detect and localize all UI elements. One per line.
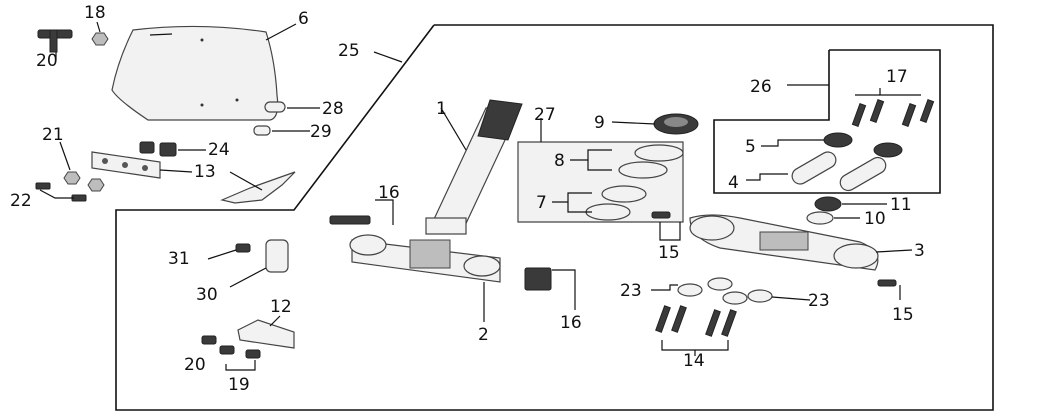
- callout-4: 4: [728, 173, 739, 193]
- callout-15-middle: 15: [658, 243, 680, 263]
- callout-23-left: 23: [620, 281, 642, 301]
- callout-2: 2: [478, 325, 489, 345]
- screw-22b: [71, 194, 87, 202]
- callout-3: 3: [914, 241, 925, 261]
- callout-9: 9: [594, 113, 605, 133]
- bolt-15b: [877, 279, 897, 287]
- callout-17: 17: [886, 67, 908, 87]
- clamp-4a: [791, 151, 837, 185]
- callout-1: 1: [436, 99, 447, 119]
- callout-8: 8: [554, 151, 565, 171]
- top-triple-clamp: [689, 214, 879, 271]
- callout-5: 5: [745, 137, 756, 157]
- nut-11: [814, 196, 842, 212]
- callout-10: 10: [864, 209, 886, 229]
- nut-21a: [63, 171, 81, 185]
- callout-16-lower: 16: [560, 313, 582, 333]
- washer-10: [806, 211, 834, 225]
- steering-stem: [425, 99, 523, 235]
- clamp-4b: [839, 156, 887, 192]
- clip-24a: [139, 141, 155, 154]
- bolts-16-upper: [329, 215, 371, 225]
- bolts-16-lower: [524, 267, 552, 291]
- washer-23a: [677, 283, 703, 297]
- callout-31: 31: [168, 249, 190, 269]
- callout-labels: 1 2 3 4 5 6 7 8 9 10 11 12 13 14 15 15 1…: [10, 3, 925, 395]
- nut-21b: [87, 178, 105, 192]
- callout-6: 6: [298, 9, 309, 29]
- screw-19b: [245, 349, 261, 359]
- bearing-7a: [601, 185, 647, 203]
- callout-21: 21: [42, 125, 64, 145]
- spacer-29: [253, 125, 271, 136]
- callout-16-upper: 16: [378, 183, 400, 203]
- bearing-8a: [634, 144, 684, 162]
- callout-23-right: 23: [808, 291, 830, 311]
- bolts-17: [851, 98, 935, 128]
- group-26-box: [713, 49, 941, 194]
- callout-7: 7: [536, 193, 547, 213]
- washer-23c: [722, 291, 748, 305]
- callout-12: 12: [270, 297, 292, 317]
- callout-22: 22: [10, 191, 32, 211]
- callout-27: 27: [534, 105, 556, 125]
- nut-18: [91, 32, 109, 46]
- spacer-28: [264, 101, 286, 113]
- callout-15-right: 15: [892, 305, 914, 325]
- callout-28: 28: [322, 99, 344, 119]
- callout-19: 19: [228, 375, 250, 395]
- screw-22a: [35, 182, 51, 190]
- bracket-12: [237, 319, 295, 349]
- screw-20-bottom: [201, 335, 217, 345]
- bearing-7b: [585, 203, 631, 221]
- clip-24b: [159, 142, 177, 157]
- callout-29: 29: [310, 122, 332, 142]
- callout-18: 18: [84, 3, 106, 23]
- lower-triple-clamp: [349, 234, 501, 283]
- callout-24: 24: [208, 140, 230, 160]
- windshield: [111, 25, 279, 121]
- callout-20-top: 20: [36, 51, 58, 71]
- bolts-14: [655, 305, 737, 337]
- bolt-15a: [651, 211, 671, 219]
- callout-14: 14: [683, 351, 705, 371]
- callout-11: 11: [890, 195, 912, 215]
- callout-13: 13: [194, 162, 216, 182]
- cap-5b: [873, 142, 903, 158]
- assembly-frame: [115, 24, 994, 411]
- washer-23d: [747, 289, 773, 303]
- screw-19a: [219, 345, 235, 355]
- cap-5a: [823, 132, 853, 148]
- bearing-8b: [618, 161, 668, 179]
- callout-25: 25: [338, 41, 360, 61]
- leader-lines: [39, 21, 921, 371]
- callout-26: 26: [750, 77, 772, 97]
- washer-23b: [707, 277, 733, 291]
- callout-30: 30: [196, 285, 218, 305]
- bracket-30: [265, 239, 289, 273]
- screw-31: [235, 243, 251, 253]
- callout-20-bottom: 20: [184, 355, 206, 375]
